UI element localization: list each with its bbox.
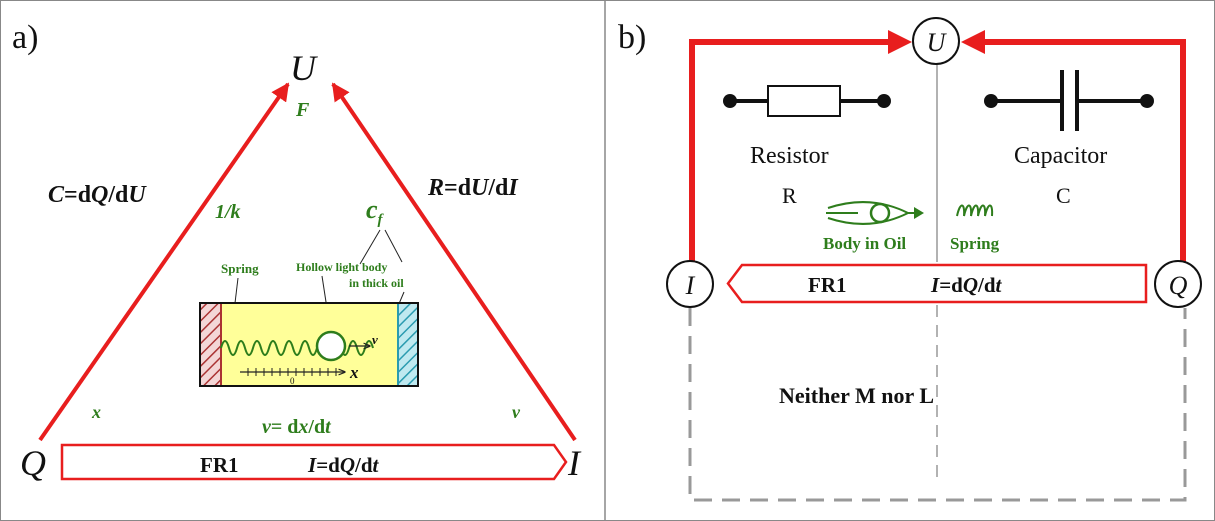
hollow-body-label: Hollow light body [296,260,387,274]
capacitor-label: Capacitor [1014,143,1107,169]
velocity-eq: v= dx/dt [262,416,332,438]
resistor-label: Resistor [750,143,829,169]
body-in-oil-icon [826,201,924,225]
thick-oil-label: in thick oil [349,276,404,290]
panel-b: b) U Resistor R Capaci [618,17,1202,502]
fixed-wall-left [201,304,221,385]
left-wire [689,39,890,265]
current-eq-a: I=dQ/dt [307,453,380,477]
right-wire [982,39,1186,265]
fr1-label-a: FR1 [200,453,239,477]
resistance-eq: R=dU/dI [427,175,519,201]
inner-zero-label: 0 [290,376,295,386]
vertex-i: I [567,443,582,483]
force-label: F [295,99,310,121]
cf-label: cf [366,195,385,228]
current-eq-b: I=dQ/dt [930,273,1003,297]
left-edge-arrow [38,82,290,442]
cf-leader-2 [384,229,403,263]
x-axis-ticks [247,368,337,376]
vertex-u: U [290,48,318,88]
panel-a: a) U F Q I C=dQ/dU R=dU/dI 1/k cf Spring… [12,19,582,483]
cf-leader-1 [359,229,381,265]
capacitor-symbol-c: C [1056,183,1071,208]
vertex-q: Q [20,443,46,483]
right-edge-arrow [331,82,577,442]
spring-icon [956,204,994,217]
dashed-missing-box [688,308,1187,502]
fr1-arrow-a [60,443,568,481]
right-wire-arrowhead [961,30,985,54]
fr1-arrow-b [726,263,1148,304]
node-q [1154,260,1202,308]
inner-v-label: v [372,332,378,347]
neither-m-nor-l-label: Neither M nor L [779,383,934,408]
panel-b-label: b) [618,19,646,56]
spring-label: Spring [221,261,259,276]
panel-a-label: a) [12,19,38,56]
node-u-label: U [927,28,948,57]
hollow-body [315,330,347,362]
inverse-k-label: 1/k [215,201,241,223]
right-mech-v: v [512,402,521,422]
left-mech-x: x [91,402,101,422]
left-wire-arrowhead [888,30,912,54]
fr1-label-b: FR1 [808,273,847,297]
fixed-wall-right [398,304,417,385]
spring-coil [220,340,374,356]
node-i-label: I [685,271,696,300]
resistor-symbol-r: R [782,183,797,208]
node-u [912,17,960,65]
body-in-oil-label: Body in Oil [823,234,906,253]
inner-x-label: x [349,363,359,382]
node-i [666,260,714,308]
capacitor-symbol [984,70,1154,131]
spring-label-b: Spring [950,234,1000,253]
capacitance-eq: C=dQ/dU [48,182,147,208]
resistor-symbol [723,85,891,117]
mechanical-analog-box: v 0 x [199,302,419,387]
node-q-label: Q [1169,271,1188,300]
